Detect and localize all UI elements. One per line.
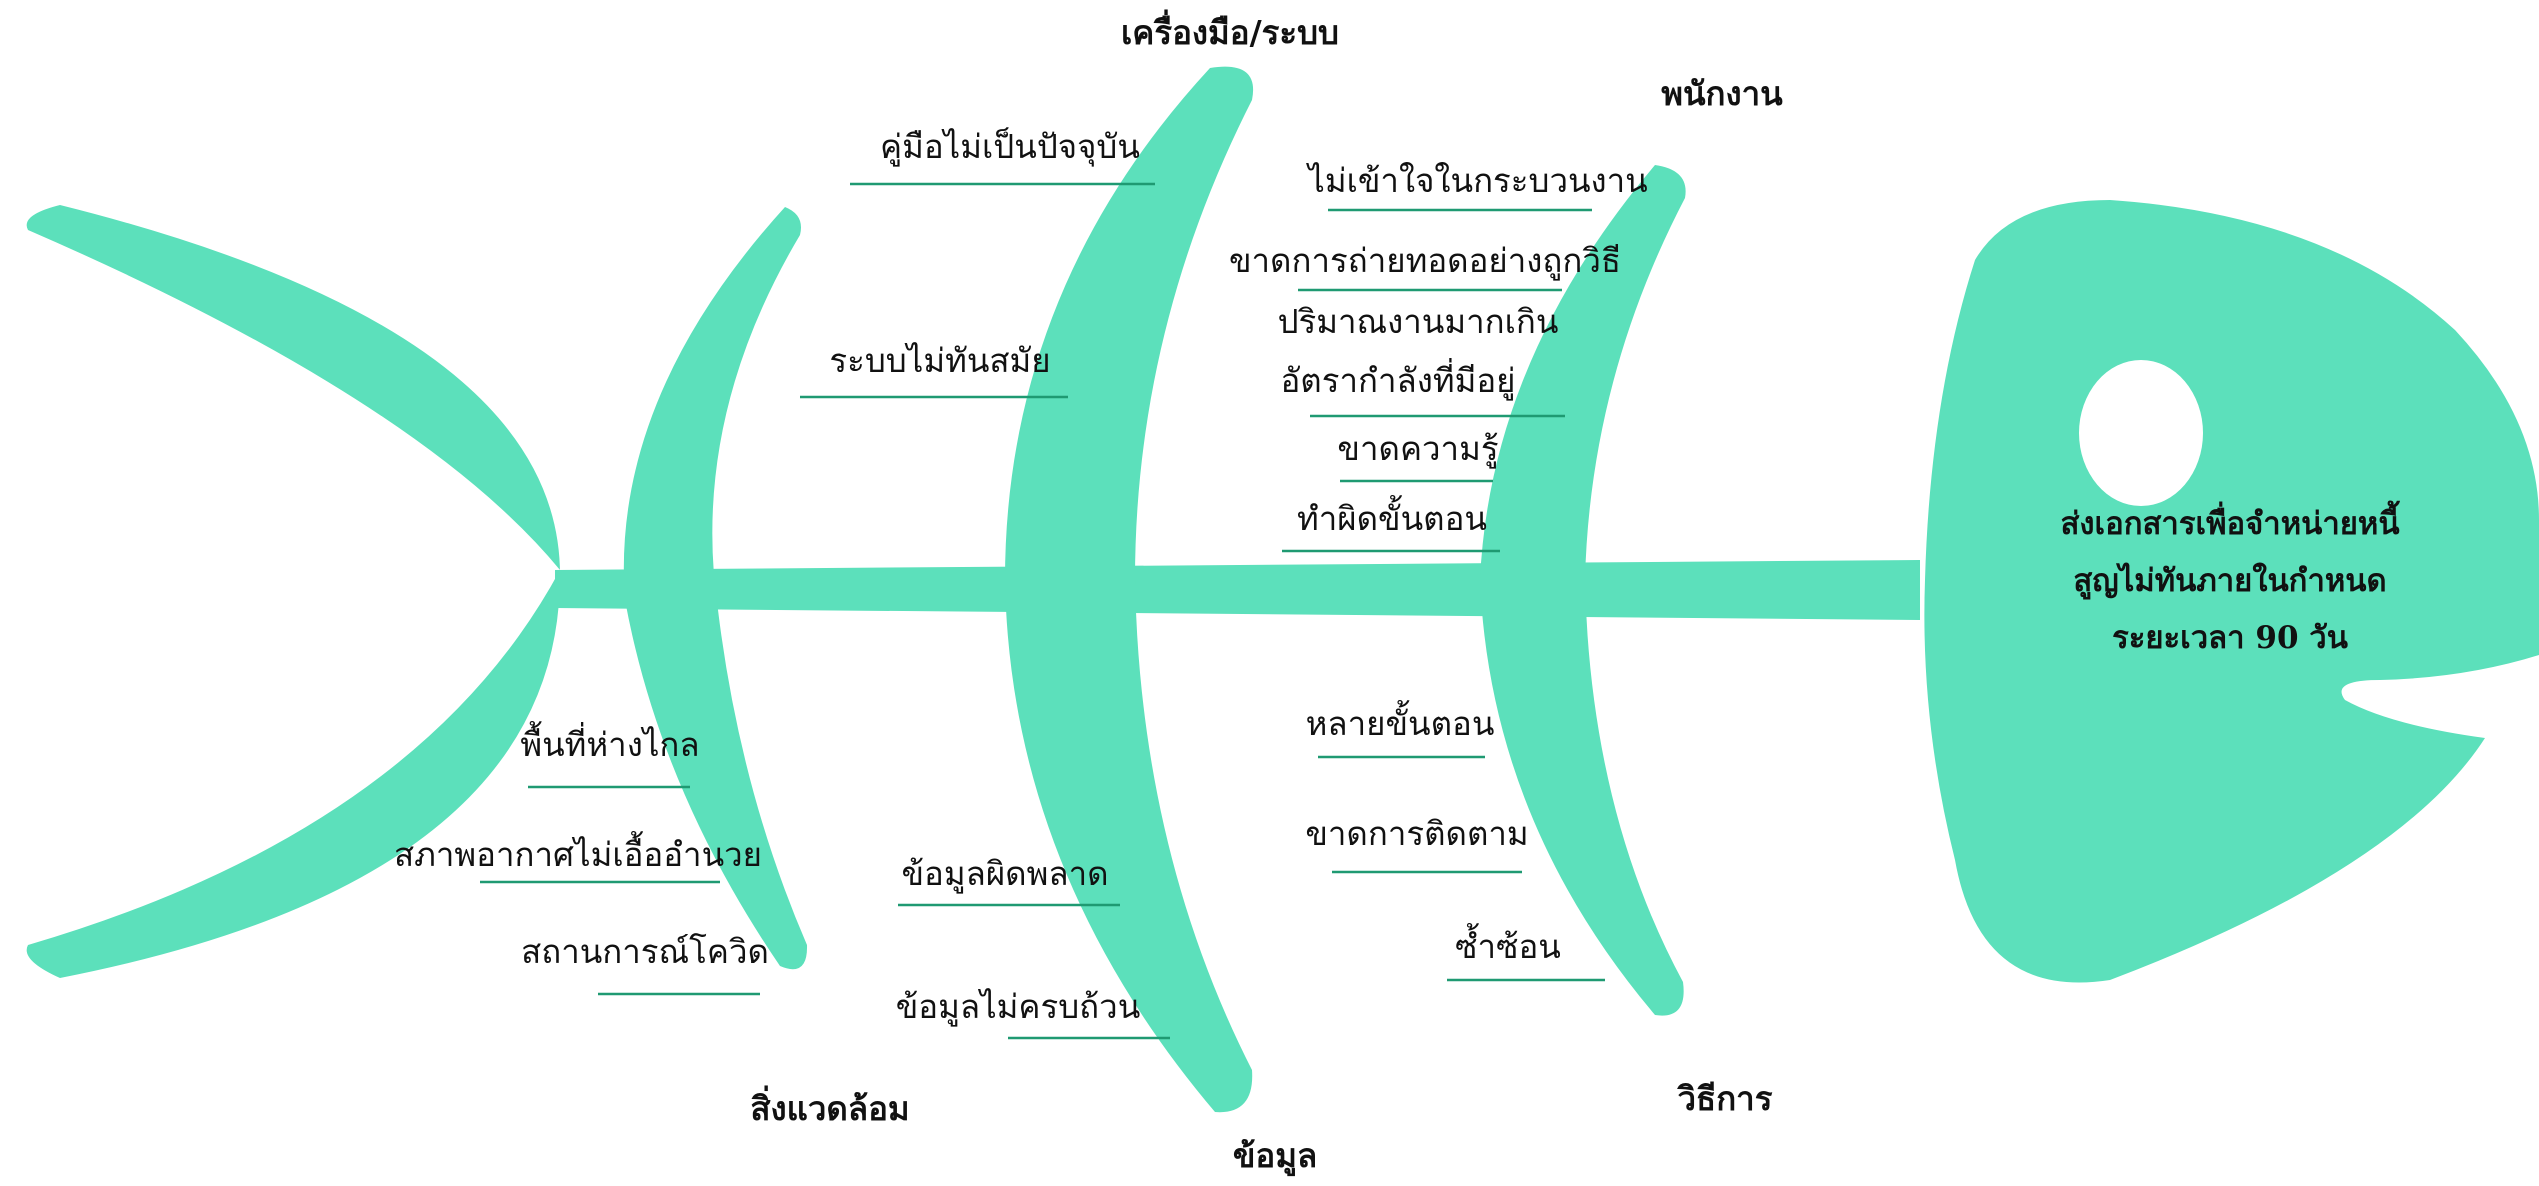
problem-line-2: สูญไม่ทันภายในกำหนด (2073, 562, 2386, 600)
problem-line-3: ระยะเวลา 90 วัน (2112, 620, 2348, 656)
cause-staff-1: ไม่เข้าใจในกระบวนงาน (1305, 161, 1648, 200)
cause-staff-6: ทำผิดขั้นตอน (1297, 495, 1487, 538)
cause-environment-1: พื้นที่ห่างไกล (520, 721, 699, 764)
category-label-tools: เครื่องมือ/ระบบ (1121, 9, 1339, 52)
cause-environment-3: สถานการณ์โควิด (521, 932, 769, 971)
cause-staff-4: อัตรากำลังที่มีอยู่ (1280, 358, 1515, 401)
cause-tools-2: ระบบไม่ทันสมัย (829, 341, 1050, 380)
category-label-staff: พนักงาน (1661, 74, 1783, 113)
cause-staff-2: ขาดการถ่ายทอดอย่างถูกวิธี (1229, 241, 1621, 281)
fish-spine (555, 560, 1920, 620)
cause-method-3: ซ้ำซ้อน (1455, 923, 1561, 966)
cause-staff-5: ขาดความรู้ (1337, 429, 1498, 469)
category-label-environment: สิ่งแวดล้อม (750, 1085, 909, 1128)
category-label-data: ข้อมูล (1233, 1136, 1317, 1177)
cause-data-1: ข้อมูลผิดพลาด (901, 854, 1108, 894)
cause-environment-2: สภาพอากาศไม่เอื้ออำนวย (394, 831, 762, 874)
cause-method-1: หลายขั้นตอน (1306, 700, 1495, 743)
cause-tools-1: คู่มือไม่เป็นปัจจุบัน (880, 127, 1140, 167)
cause-staff-3: ปริมาณงานมากเกิน (1278, 302, 1559, 341)
cause-data-2: ข้อมูลไม่ครบถ้วน (896, 987, 1141, 1027)
cause-method-2: ขาดการติดตาม (1305, 814, 1528, 853)
problem-line-1: ส่งเอกสารเพื่อจำหน่ายหนี้ (2060, 500, 2400, 542)
category-label-method: วิธีการ (1677, 1079, 1773, 1118)
fish-eye (2079, 360, 2203, 506)
